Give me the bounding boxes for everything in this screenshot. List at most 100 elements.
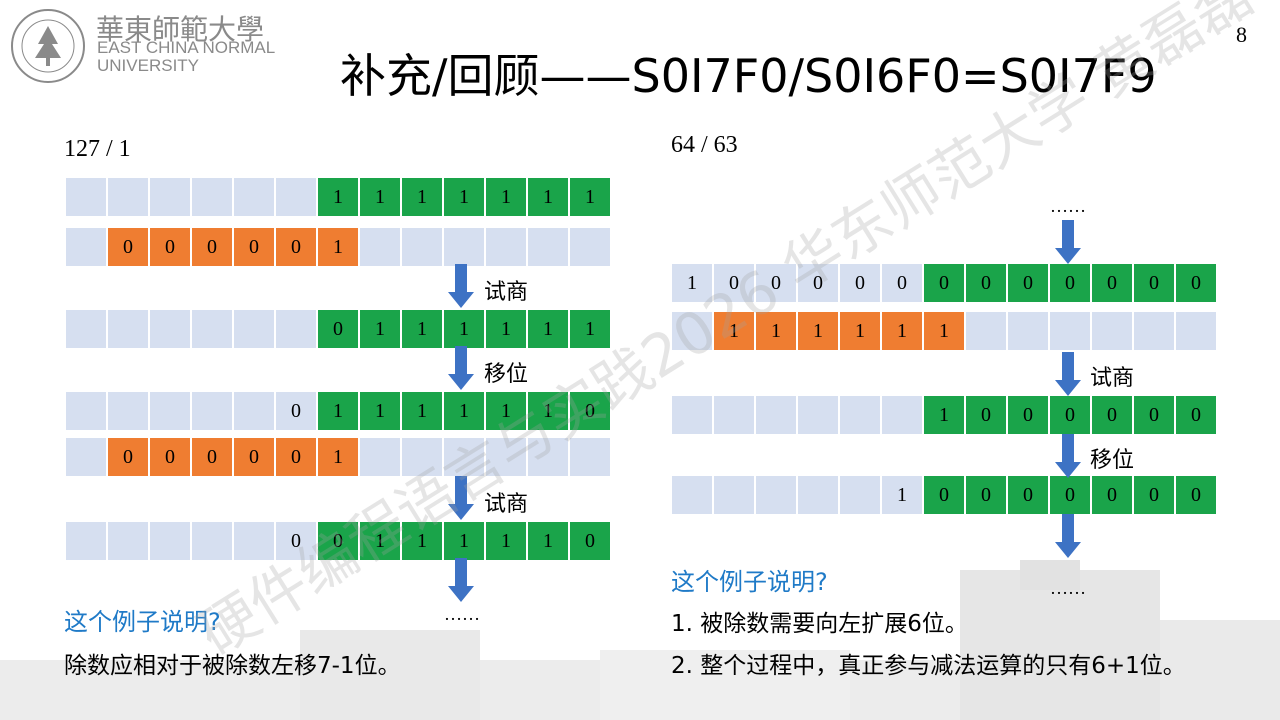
bit-cell <box>1050 312 1090 350</box>
bit-cell: 0 <box>1050 396 1090 434</box>
bit-cell: 0 <box>1092 396 1132 434</box>
bit-cell <box>840 476 880 514</box>
bit-cell: 1 <box>924 396 964 434</box>
bit-cell <box>1008 312 1048 350</box>
bit-cell <box>360 228 400 266</box>
bit-cell: 1 <box>672 264 712 302</box>
bit-cell <box>1134 312 1174 350</box>
right-down-arrow-4 <box>1055 514 1081 558</box>
right-step-trial-quotient: 试商 <box>1090 366 1135 391</box>
bit-cell: 0 <box>1008 476 1048 514</box>
logo-chinese-name: 華東師範大學 <box>96 13 265 46</box>
bit-cell: 1 <box>924 312 964 350</box>
bit-cell <box>360 438 400 476</box>
bit-cell: 1 <box>528 178 568 216</box>
bit-cell <box>150 310 190 348</box>
bit-cell <box>444 438 484 476</box>
bit-cell <box>234 392 274 430</box>
left-step-trial-quotient-1: 试商 <box>484 280 529 305</box>
left-answer: 除数应相对于被除数左移7-1位。 <box>64 653 401 679</box>
bit-cell <box>276 310 316 348</box>
bit-cell <box>66 392 106 430</box>
bit-cell: 0 <box>234 228 274 266</box>
right-down-arrow-3 <box>1055 434 1081 478</box>
right-example-label: 64 / 63 <box>671 132 738 158</box>
bit-cell <box>66 228 106 266</box>
bit-cell: 0 <box>318 310 358 348</box>
bit-cell: 1 <box>402 392 442 430</box>
left-step-trial-quotient-2: 试商 <box>484 492 529 517</box>
bit-cell: 1 <box>756 312 796 350</box>
bit-cell: 0 <box>276 228 316 266</box>
bit-cell: 1 <box>840 312 880 350</box>
bit-cell: 1 <box>528 522 568 560</box>
logo-english-line2: UNIVERSITY <box>97 56 200 75</box>
bit-cell: 1 <box>486 392 526 430</box>
left-continuation-dots: …… <box>444 604 480 624</box>
bit-cell: 0 <box>1134 396 1174 434</box>
right-point-1: 1. 被除数需要向左扩展6位。 <box>671 611 968 637</box>
right-top-dots: …… <box>1050 196 1086 216</box>
bit-cell: 1 <box>486 310 526 348</box>
logo-english-line1: EAST CHINA NORMAL <box>97 38 276 57</box>
bit-cell: 1 <box>318 392 358 430</box>
bit-cell: 1 <box>882 312 922 350</box>
bit-cell: 0 <box>714 264 754 302</box>
bit-cell: 0 <box>1176 264 1216 302</box>
university-seal-logo <box>11 9 85 83</box>
bit-cell <box>798 396 838 434</box>
bit-cell <box>528 228 568 266</box>
bit-cell: 0 <box>1008 396 1048 434</box>
bit-cell <box>756 396 796 434</box>
bit-cell: 0 <box>108 438 148 476</box>
bit-cell <box>486 228 526 266</box>
bit-cell: 0 <box>150 438 190 476</box>
bit-cell: 0 <box>1176 476 1216 514</box>
bit-cell: 0 <box>966 476 1006 514</box>
bit-cell: 0 <box>1050 264 1090 302</box>
bit-cell <box>1092 312 1132 350</box>
bit-cell: 0 <box>234 438 274 476</box>
bit-cell: 0 <box>108 228 148 266</box>
left-example-label: 127 / 1 <box>64 136 131 162</box>
bit-cell: 0 <box>756 264 796 302</box>
bit-cell <box>840 396 880 434</box>
bit-cell: 0 <box>1134 264 1174 302</box>
bit-cell <box>402 438 442 476</box>
bit-cell <box>882 396 922 434</box>
bit-cell: 1 <box>360 522 400 560</box>
bit-cell <box>66 310 106 348</box>
bit-cell: 0 <box>1008 264 1048 302</box>
right-bottom-dots: …… <box>1050 578 1086 598</box>
bit-cell: 1 <box>528 310 568 348</box>
bit-cell: 0 <box>966 396 1006 434</box>
bit-cell <box>486 438 526 476</box>
bit-cell: 1 <box>402 178 442 216</box>
right-point-2: 2. 整个过程中，真正参与减法运算的只有6+1位。 <box>671 653 1186 679</box>
right-question: 这个例子说明? <box>671 568 828 596</box>
bit-cell <box>66 438 106 476</box>
bit-cell: 0 <box>1092 476 1132 514</box>
bit-cell: 0 <box>1050 476 1090 514</box>
bit-cell: 0 <box>192 228 232 266</box>
bit-cell: 0 <box>882 264 922 302</box>
bit-cell: 1 <box>318 438 358 476</box>
bit-cell <box>570 438 610 476</box>
bit-cell <box>108 310 148 348</box>
page-number: 8 <box>1236 22 1247 47</box>
bit-cell: 0 <box>570 392 610 430</box>
bit-cell: 1 <box>444 310 484 348</box>
left-step-shift: 移位 <box>484 362 529 387</box>
bit-cell: 0 <box>570 522 610 560</box>
bit-cell: 0 <box>840 264 880 302</box>
bit-cell <box>672 476 712 514</box>
bit-cell: 1 <box>444 522 484 560</box>
bit-cell: 0 <box>150 228 190 266</box>
left-down-arrow-3 <box>448 476 474 520</box>
